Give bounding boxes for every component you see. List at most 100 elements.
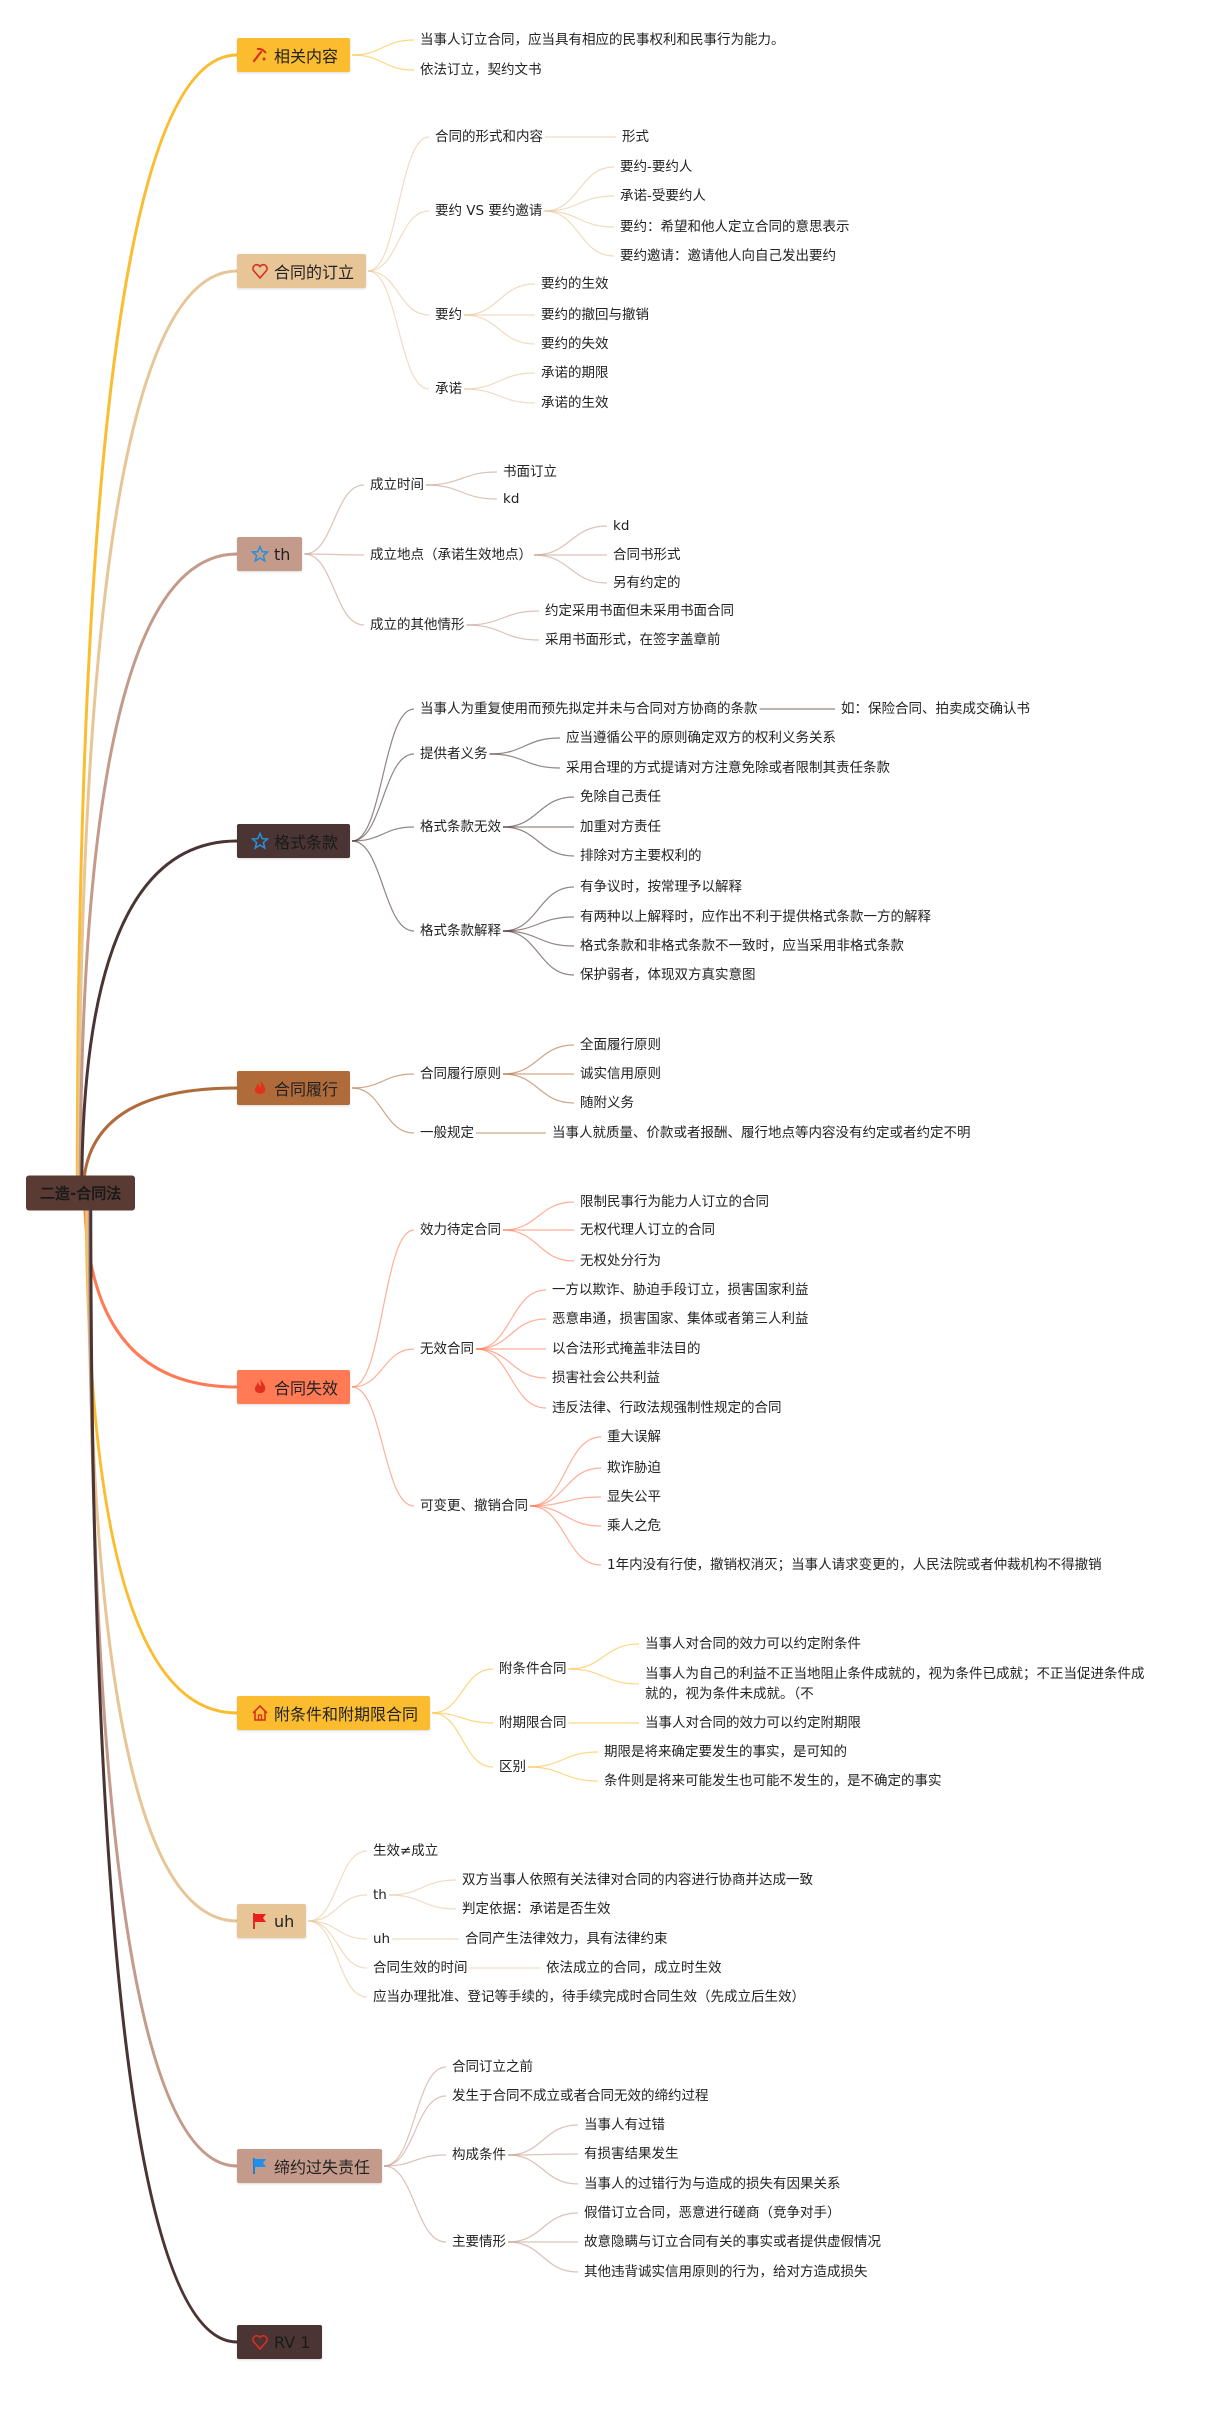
root-topic[interactable]: 二造-合同法 <box>26 1175 136 1211</box>
topic-node[interactable]: 一般规定 <box>420 1125 474 1141</box>
branch-topic-invalidity[interactable]: 合同失效 <box>237 1370 351 1404</box>
topic-node[interactable]: 可变更、撤销合同 <box>420 1498 528 1514</box>
topic-node[interactable]: 要约 <box>435 307 462 323</box>
branch-topic-contract-formation[interactable]: 合同的订立 <box>237 254 367 288</box>
topic-node[interactable]: 以合法形式掩盖非法目的 <box>552 1341 701 1357</box>
topic-node[interactable]: 要约的失效 <box>541 336 609 352</box>
topic-node[interactable]: 随附义务 <box>580 1095 634 1111</box>
topic-node[interactable]: 书面订立 <box>503 464 557 480</box>
topic-node[interactable]: 一方以欺诈、胁迫手段订立，损害国家利益 <box>552 1282 809 1298</box>
branch-topic-related-content[interactable]: 相关内容 <box>237 38 351 72</box>
topic-node[interactable]: 发生于合同不成立或者合同无效的缔约过程 <box>452 2088 709 2104</box>
topic-node[interactable]: 判定依据：承诺是否生效 <box>462 1901 611 1917</box>
topic-node[interactable]: 采用书面形式，在签字盖章前 <box>545 632 721 648</box>
topic-node[interactable]: 承诺的生效 <box>541 395 609 411</box>
topic-node[interactable]: 承诺-受要约人 <box>620 188 706 204</box>
topic-node[interactable]: 欺诈胁迫 <box>607 1460 661 1476</box>
topic-node[interactable]: 如：保险合同、拍卖成交确认书 <box>841 701 1030 717</box>
topic-node[interactable]: 违反法律、行政法规强制性规定的合同 <box>552 1400 782 1416</box>
topic-node[interactable]: 免除自己责任 <box>580 789 661 805</box>
topic-node[interactable]: 要约 VS 要约邀请 <box>435 203 543 219</box>
topic-node[interactable]: 重大误解 <box>607 1429 661 1445</box>
branch-topic-standard-terms[interactable]: 格式条款 <box>237 824 351 858</box>
topic-node[interactable]: 合同书形式 <box>613 547 681 563</box>
topic-node[interactable]: 格式条款无效 <box>420 819 501 835</box>
topic-node[interactable]: 要约邀请：邀请他人向自己发出要约 <box>620 248 836 264</box>
topic-node[interactable]: 加重对方责任 <box>580 819 661 835</box>
topic-node[interactable]: 要约-要约人 <box>620 159 693 175</box>
topic-node[interactable]: 要约的撤回与撤销 <box>541 307 649 323</box>
topic-node[interactable]: 当事人对合同的效力可以约定附条件 <box>645 1636 861 1652</box>
topic-node[interactable]: 有损害结果发生 <box>584 2146 679 2162</box>
branch-topic-uh[interactable]: uh <box>237 1904 307 1938</box>
topic-node[interactable]: 构成条件 <box>452 2147 506 2163</box>
topic-node[interactable]: 无效合同 <box>420 1341 474 1357</box>
topic-node[interactable]: 当事人订立合同，应当具有相应的民事权利和民事行为能力。 <box>420 32 785 48</box>
topic-node[interactable]: 条件则是将来可能发生也可能不发生的，是不确定的事实 <box>604 1773 942 1789</box>
topic-node[interactable]: 乘人之危 <box>607 1518 661 1534</box>
branch-topic-precontract-liability[interactable]: 缔约过失责任 <box>237 2149 383 2183</box>
topic-node[interactable]: 期限是将来确定要发生的事实，是可知的 <box>604 1744 847 1760</box>
topic-node[interactable]: 当事人对合同的效力可以约定附期限 <box>645 1715 861 1731</box>
topic-node[interactable]: 约定采用书面但未采用书面合同 <box>545 603 734 619</box>
topic-node[interactable]: 无权代理人订立的合同 <box>580 1222 715 1238</box>
topic-node[interactable]: 1年内没有行使，撤销权消灭；当事人请求变更的，人民法院或者仲裁机构不得撤销 <box>607 1557 1102 1573</box>
topic-node[interactable]: 提供者义务 <box>420 746 488 762</box>
topic-node[interactable]: 合同的形式和内容 <box>435 129 543 145</box>
topic-node[interactable]: kd <box>613 518 630 534</box>
topic-node[interactable]: 依法成立的合同，成立时生效 <box>546 1960 722 1976</box>
topic-node[interactable]: 依法订立，契约文书 <box>420 62 542 78</box>
topic-node[interactable]: 当事人的过错行为与造成的损失有因果关系 <box>584 2176 841 2192</box>
topic-node[interactable]: 保护弱者，体现双方真实意图 <box>580 967 756 983</box>
branch-topic-conditional-contracts[interactable]: 附条件和附期限合同 <box>237 1696 431 1730</box>
topic-node[interactable]: 合同订立之前 <box>452 2059 533 2075</box>
topic-node[interactable]: 当事人有过错 <box>584 2117 665 2133</box>
topic-node[interactable]: 要约：希望和他人定立合同的意思表示 <box>620 219 850 235</box>
topic-node[interactable]: 承诺 <box>435 381 462 397</box>
topic-node[interactable]: 成立时间 <box>370 477 424 493</box>
topic-node[interactable]: 应当办理批准、登记等手续的，待手续完成时合同生效（先成立后生效） <box>373 1989 805 2005</box>
topic-node[interactable]: 当事人为自己的利益不正当地阻止条件成就的，视为条件已成就；不正当促进条件成就的，… <box>645 1666 1145 1702</box>
topic-node[interactable]: 应当遵循公平的原则确定双方的权利义务关系 <box>566 730 836 746</box>
topic-node[interactable]: 成立的其他情形 <box>370 617 465 633</box>
topic-node[interactable]: 附期限合同 <box>499 1715 567 1731</box>
topic-node[interactable]: 合同产生法律效力，具有法律约束 <box>465 1931 668 1947</box>
topic-node[interactable]: 有两种以上解释时，应作出不利于提供格式条款一方的解释 <box>580 909 931 925</box>
topic-node[interactable]: 成立地点（承诺生效地点） <box>370 547 532 563</box>
topic-node[interactable]: 合同履行原则 <box>420 1066 501 1082</box>
topic-node[interactable]: 其他违背诚实信用原则的行为，给对方造成损失 <box>584 2264 868 2280</box>
topic-node[interactable]: 采用合理的方式提请对方注意免除或者限制其责任条款 <box>566 760 890 776</box>
topic-node[interactable]: 效力待定合同 <box>420 1222 501 1238</box>
topic-node[interactable]: 当事人就质量、价款或者报酬、履行地点等内容没有约定或者约定不明 <box>552 1125 971 1141</box>
topic-node[interactable]: th <box>373 1887 387 1903</box>
branch-topic-rv1[interactable]: RV 1 <box>237 2325 323 2359</box>
topic-node[interactable]: 形式 <box>622 129 649 145</box>
topic-node[interactable]: 区别 <box>499 1759 526 1775</box>
topic-node[interactable]: 损害社会公共利益 <box>552 1370 660 1386</box>
topic-node[interactable]: 显失公平 <box>607 1489 661 1505</box>
branch-topic-performance[interactable]: 合同履行 <box>237 1071 351 1105</box>
topic-node[interactable]: 另有约定的 <box>613 575 681 591</box>
topic-node[interactable]: 承诺的期限 <box>541 365 609 381</box>
topic-node[interactable]: 排除对方主要权利的 <box>580 848 702 864</box>
topic-node[interactable]: uh <box>373 1931 391 1947</box>
topic-node[interactable]: 有争议时，按常理予以解释 <box>580 879 742 895</box>
topic-node[interactable]: 故意隐瞒与订立合同有关的事实或者提供虚假情况 <box>584 2234 881 2250</box>
topic-node[interactable]: 格式条款和非格式条款不一致时，应当采用非格式条款 <box>580 938 904 954</box>
topic-node[interactable]: 假借订立合同，恶意进行磋商（竞争对手） <box>584 2205 841 2221</box>
topic-node[interactable]: 当事人为重复使用而预先拟定并未与合同对方协商的条款 <box>420 701 758 717</box>
branch-topic-th[interactable]: th <box>237 537 303 571</box>
topic-node[interactable]: 主要情形 <box>452 2234 506 2250</box>
topic-node[interactable]: 无权处分行为 <box>580 1253 661 1269</box>
topic-node[interactable]: 双方当事人依照有关法律对合同的内容进行协商并达成一致 <box>462 1872 813 1888</box>
topic-node[interactable]: 附条件合同 <box>499 1661 567 1677</box>
topic-node[interactable]: 格式条款解释 <box>420 923 501 939</box>
topic-node[interactable]: 诚实信用原则 <box>580 1066 661 1082</box>
topic-node[interactable]: 生效≠成立 <box>373 1843 439 1859</box>
topic-node[interactable]: 全面履行原则 <box>580 1037 661 1053</box>
topic-node[interactable]: 要约的生效 <box>541 276 609 292</box>
topic-node[interactable]: 恶意串通，损害国家、集体或者第三人利益 <box>552 1311 809 1327</box>
topic-node[interactable]: 合同生效的时间 <box>373 1960 468 1976</box>
topic-node[interactable]: 限制民事行为能力人订立的合同 <box>580 1194 769 1210</box>
topic-node[interactable]: kd <box>503 491 520 507</box>
